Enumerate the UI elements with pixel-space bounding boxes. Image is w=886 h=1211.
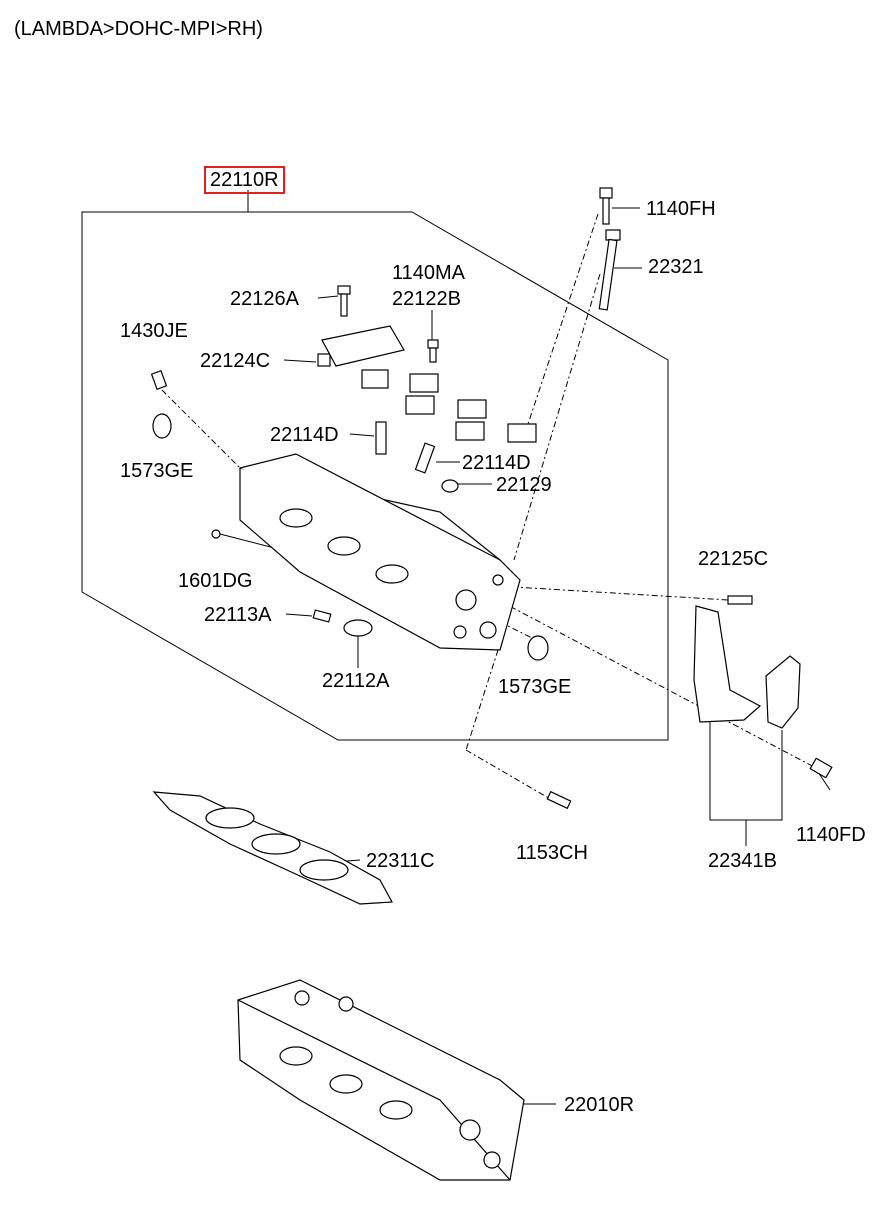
part-label-22114D[interactable]: 22114D [462, 452, 531, 474]
part-label-22341B[interactable]: 22341B [708, 850, 777, 872]
part-label-22110R[interactable]: 22110R [204, 166, 285, 194]
diagram-title: (LAMBDA>DOHC-MPI>RH) [14, 18, 263, 40]
part-label-22112A[interactable]: 22112A [322, 670, 390, 692]
part-label-22311C[interactable]: 22311C [366, 850, 435, 872]
part-label-1573GE[interactable]: 1573GE [120, 460, 194, 482]
part-label-22114D[interactable]: 22114D [270, 424, 339, 446]
part-label-22129[interactable]: 22129 [496, 474, 552, 496]
part-label-1573GE[interactable]: 1573GE [498, 676, 572, 698]
part-label-1140MA[interactable]: 1140MA [392, 262, 466, 284]
cylinder-head-upper [239, 467, 521, 651]
part-label-22321[interactable]: 22321 [648, 256, 704, 278]
part-label-22125C[interactable]: 22125C [698, 548, 769, 570]
part-label-22126A[interactable]: 22126A [230, 288, 299, 310]
part-label-1153CH[interactable]: 1153CH [516, 842, 588, 864]
part-label-1430JE[interactable]: 1430JE [120, 320, 188, 342]
part-label-22122B[interactable]: 22122B [392, 288, 461, 310]
assembly-outline [81, 211, 669, 741]
part-label-1140FD[interactable]: 1140FD [796, 824, 866, 846]
part-label-1140FH[interactable]: 1140FH [646, 198, 716, 220]
part-label-22113A[interactable]: 22113A [204, 604, 272, 626]
part-label-1601DG[interactable]: 1601DG [178, 570, 253, 592]
part-label-22124C[interactable]: 22124C [200, 350, 271, 372]
part-label-22010R[interactable]: 22010R [564, 1094, 635, 1116]
